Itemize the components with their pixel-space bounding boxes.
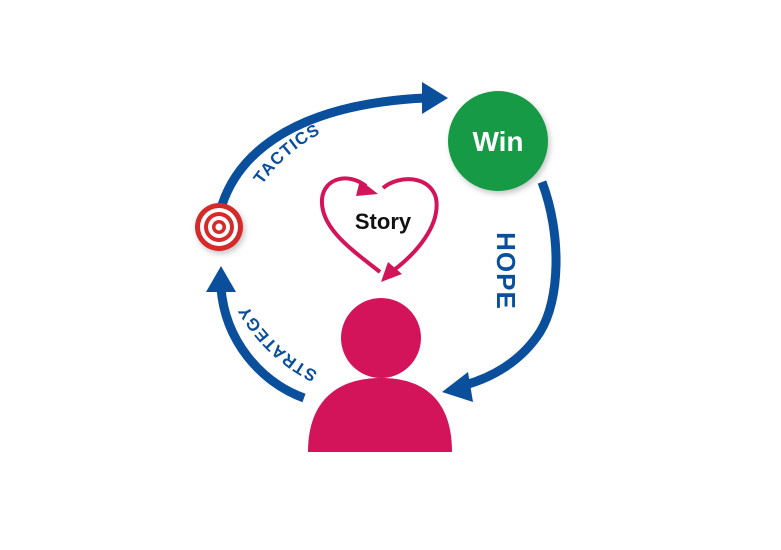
person-body (308, 378, 452, 452)
win-label: Win (472, 126, 523, 157)
win-node: Win (448, 91, 548, 191)
strategy-arrow-head (206, 266, 236, 292)
target-icon (195, 203, 243, 251)
story-label: Story (355, 209, 412, 234)
strategy-arrow: STRATEGY (206, 266, 320, 403)
strategy-arrow-line (216, 287, 306, 403)
person-icon (308, 298, 452, 452)
win-circle (448, 91, 548, 191)
hope-arrow-line (463, 180, 561, 390)
heart-left-arc (319, 176, 382, 274)
heart-left-arrow-head (356, 180, 378, 196)
heart-right-arc (381, 177, 439, 272)
hope-arrow-head (442, 372, 473, 402)
tactics-arrow-head (422, 82, 448, 114)
strategy-label: STRATEGY (234, 302, 320, 385)
tactics-arrow: TACTICS (217, 82, 448, 207)
heart-right-arrow-head (381, 262, 402, 282)
heart-cycle-icon: Story (319, 176, 439, 282)
hope-label: HOPE (491, 232, 521, 310)
hope-arrow: HOPE (442, 180, 561, 402)
person-head (341, 298, 421, 378)
tactics-arrow-line (217, 93, 426, 207)
